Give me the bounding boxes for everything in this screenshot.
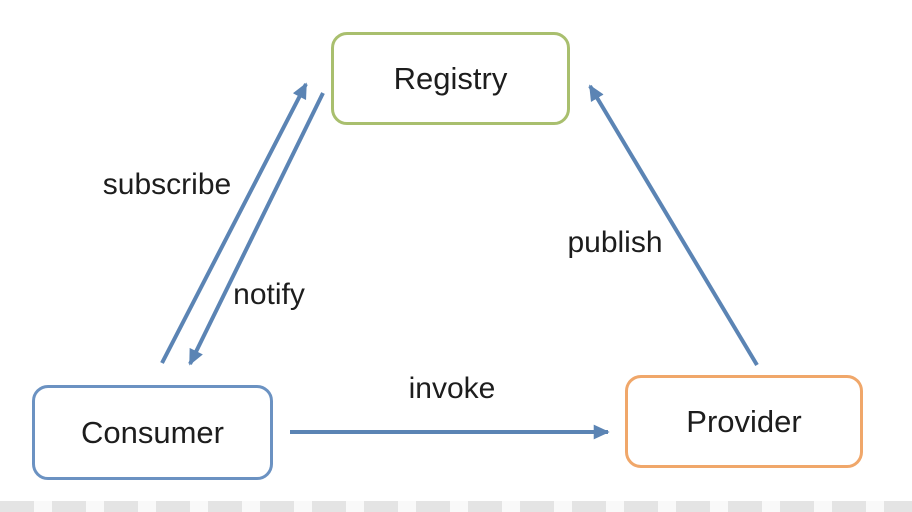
registry-node-label: Registry xyxy=(393,60,508,96)
consumer-node-label: Consumer xyxy=(81,414,224,450)
subscribe-edge-label: subscribe xyxy=(102,168,232,201)
publish-edge-label: publish xyxy=(567,226,663,259)
consumer-node: Consumer xyxy=(32,385,273,480)
notify-arrow xyxy=(188,92,325,366)
bottom-artifact-strip xyxy=(0,501,912,512)
provider-node: Provider xyxy=(625,375,863,468)
publish-arrow xyxy=(588,84,759,367)
notify-edge-label: notify xyxy=(233,278,305,311)
subscribe-arrow xyxy=(160,82,308,364)
invoke-edge-label: invoke xyxy=(408,372,496,405)
provider-node-label: Provider xyxy=(686,403,802,439)
registry-node: Registry xyxy=(331,32,570,125)
